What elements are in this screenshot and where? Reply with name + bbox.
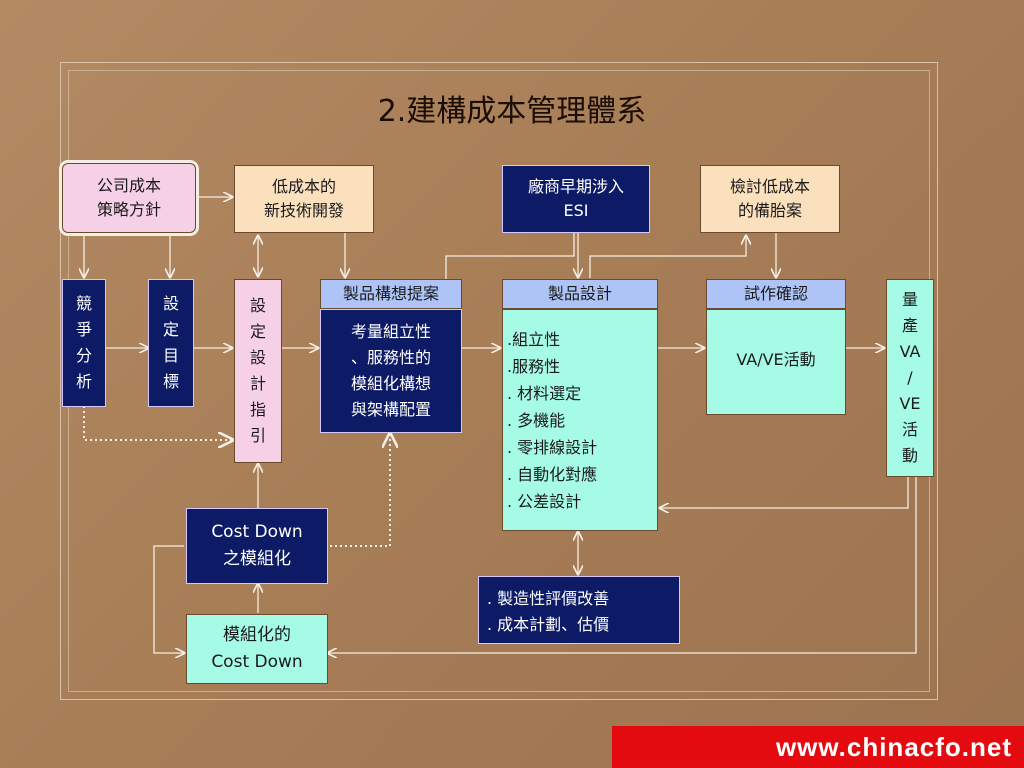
- footer-bar: [612, 726, 1024, 768]
- competition-char-4: 析: [75, 372, 92, 391]
- company-policy-line1: 公司成本: [96, 176, 161, 195]
- manufacturability-line1: . 製造性評價改善: [487, 589, 610, 608]
- trial-body-box: VA/VE活動: [706, 309, 846, 415]
- design-guide-char-4: 計: [249, 374, 266, 393]
- design-guide-char-2: 定: [249, 322, 266, 341]
- design-item-1: .組立性: [507, 330, 561, 349]
- footer-url[interactable]: www.chinacfo.net: [775, 732, 1012, 762]
- mass-char-5: VE: [899, 394, 921, 413]
- manufacturability-box: . 製造性評價改善 . 成本計劃、估價: [478, 576, 680, 644]
- trial-header: 試作確認: [706, 279, 846, 309]
- modular-cost-down-line1: 模組化的: [223, 625, 291, 645]
- low-cost-tech-box: 低成本的 新技術開發: [234, 165, 374, 233]
- set-target-char-4: 標: [162, 372, 179, 391]
- mass-char-4: /: [907, 368, 913, 387]
- review-backup-line2: 的備胎案: [737, 201, 802, 220]
- design-item-2: .服務性: [507, 357, 561, 376]
- design-guide-char-1: 設: [249, 296, 266, 315]
- set-target-char-2: 定: [162, 320, 179, 339]
- low-cost-tech-line2: 新技術開發: [263, 201, 344, 220]
- mass-production-box: 量 產 VA / VE 活 動: [886, 279, 934, 477]
- concept-line2: 、服務性的: [350, 348, 431, 367]
- arrow-mass-feedback-design: [660, 477, 909, 508]
- design-guide-char-6: 引: [249, 426, 266, 445]
- dotted-competition-to-guide: [83, 406, 232, 440]
- low-cost-tech-line1: 低成本的: [271, 177, 336, 196]
- arrow-costdown-loop: [153, 545, 184, 653]
- set-target-box: 設 定 目 標: [148, 279, 194, 407]
- product-design-body-box: .組立性 .服務性 . 材料選定 . 多機能 . 零排線設計 . 自動化對應 .…: [502, 309, 658, 531]
- cost-down-modular-line2: 之模組化: [223, 549, 291, 569]
- product-design-header: 製品設計: [502, 279, 658, 309]
- review-backup-line1: 檢討低成本: [729, 177, 810, 196]
- company-policy-box: 公司成本 策略方針: [62, 163, 196, 233]
- arrow-design-to-review: [589, 236, 746, 278]
- design-guide-char-5: 指: [249, 400, 266, 419]
- arrow-esi-branch: [445, 232, 575, 279]
- competition-analysis-box: 競 爭 分 析: [62, 279, 106, 407]
- company-policy-line2: 策略方針: [96, 200, 161, 219]
- mass-char-3: VA: [899, 342, 921, 361]
- cost-down-modular-box: Cost Down 之模組化: [186, 508, 328, 584]
- mass-char-1: 量: [901, 290, 918, 309]
- mass-char-2: 產: [901, 316, 918, 335]
- concept-line1: 考量組立性: [350, 322, 431, 341]
- design-guide-char-3: 設: [249, 348, 266, 367]
- page-title: 2.建構成本管理體系: [377, 94, 647, 129]
- design-item-5: . 零排線設計: [507, 438, 598, 457]
- cost-down-modular-line1: Cost Down: [211, 522, 303, 542]
- set-target-char-1: 設: [162, 294, 179, 313]
- concept-line3: 模組化構想: [350, 374, 431, 393]
- outer-frame: [60, 62, 938, 700]
- concept-body-box: 考量組立性 、服務性的 模組化構想 與架構配置: [320, 309, 462, 433]
- competition-char-2: 爭: [75, 320, 92, 339]
- set-target-char-3: 目: [162, 346, 179, 365]
- design-item-7: . 公差設計: [507, 492, 582, 511]
- mass-char-6: 活: [901, 420, 918, 439]
- dotted-costdown-to-concept: [330, 434, 390, 547]
- arrow-mass-feedback-modular: [328, 477, 917, 653]
- vendor-esi-line2: ESI: [563, 201, 589, 220]
- mass-char-7: 動: [901, 446, 918, 465]
- manufacturability-line2: . 成本計劃、估價: [487, 615, 610, 634]
- competition-char-3: 分: [75, 346, 92, 365]
- competition-char-1: 競: [75, 294, 92, 313]
- review-backup-box: 檢討低成本 的備胎案: [700, 165, 840, 233]
- modular-cost-down-line2: Cost Down: [211, 652, 303, 672]
- vendor-esi-line1: 廠商早期涉入: [527, 177, 624, 196]
- concept-line4: 與架構配置: [350, 400, 431, 419]
- vendor-esi-box: 廠商早期涉入 ESI: [502, 165, 650, 233]
- trial-body-text: VA/VE活動: [736, 350, 816, 369]
- modular-cost-down-box: 模組化的 Cost Down: [186, 614, 328, 684]
- design-guide-box: 設 定 設 計 指 引: [234, 279, 282, 463]
- design-item-3: . 材料選定: [507, 384, 582, 403]
- concept-header: 製品構想提案: [320, 279, 462, 309]
- design-item-6: . 自動化對應: [507, 465, 598, 484]
- design-item-4: . 多機能: [507, 411, 566, 430]
